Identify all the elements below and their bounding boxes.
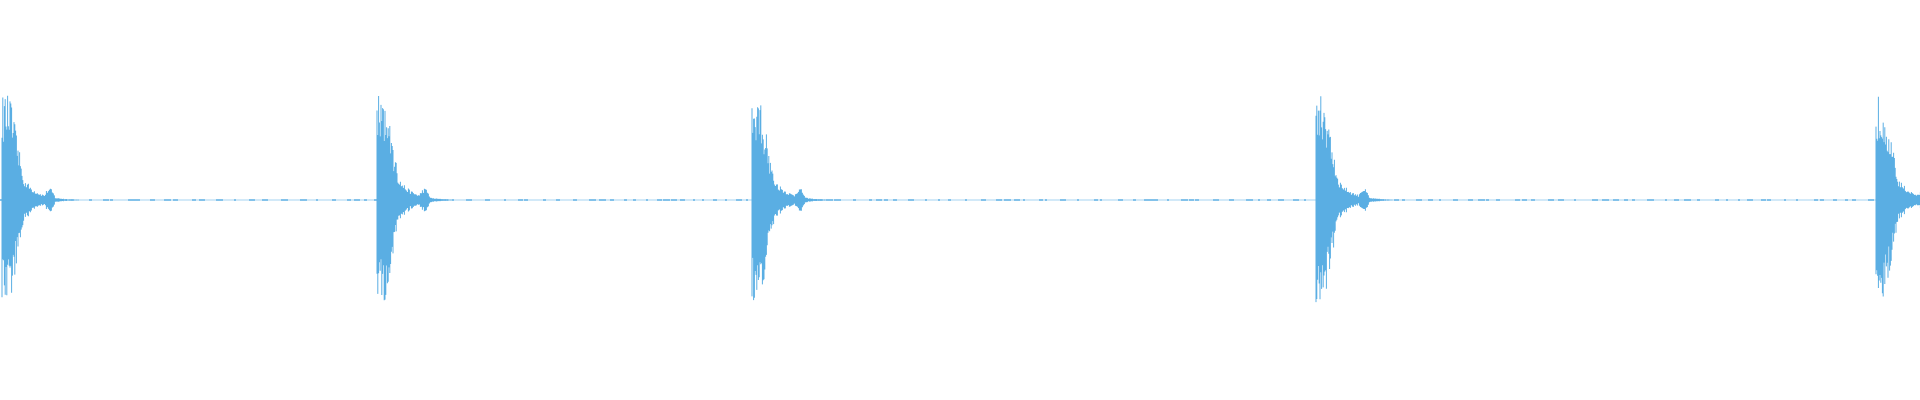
waveform-transient [1315,96,1393,303]
waveform-transient-path [1875,96,1920,297]
waveform-transient-path [751,105,829,301]
waveform-transient [376,96,454,301]
waveform-transient [751,105,829,301]
waveform-transient [1875,96,1920,297]
waveform-bursts [1,95,1920,303]
waveform-transient-path [376,96,454,301]
waveform-transient-path [1315,96,1393,303]
waveform-transient-path [1,95,79,298]
waveform-transient [1,95,79,298]
